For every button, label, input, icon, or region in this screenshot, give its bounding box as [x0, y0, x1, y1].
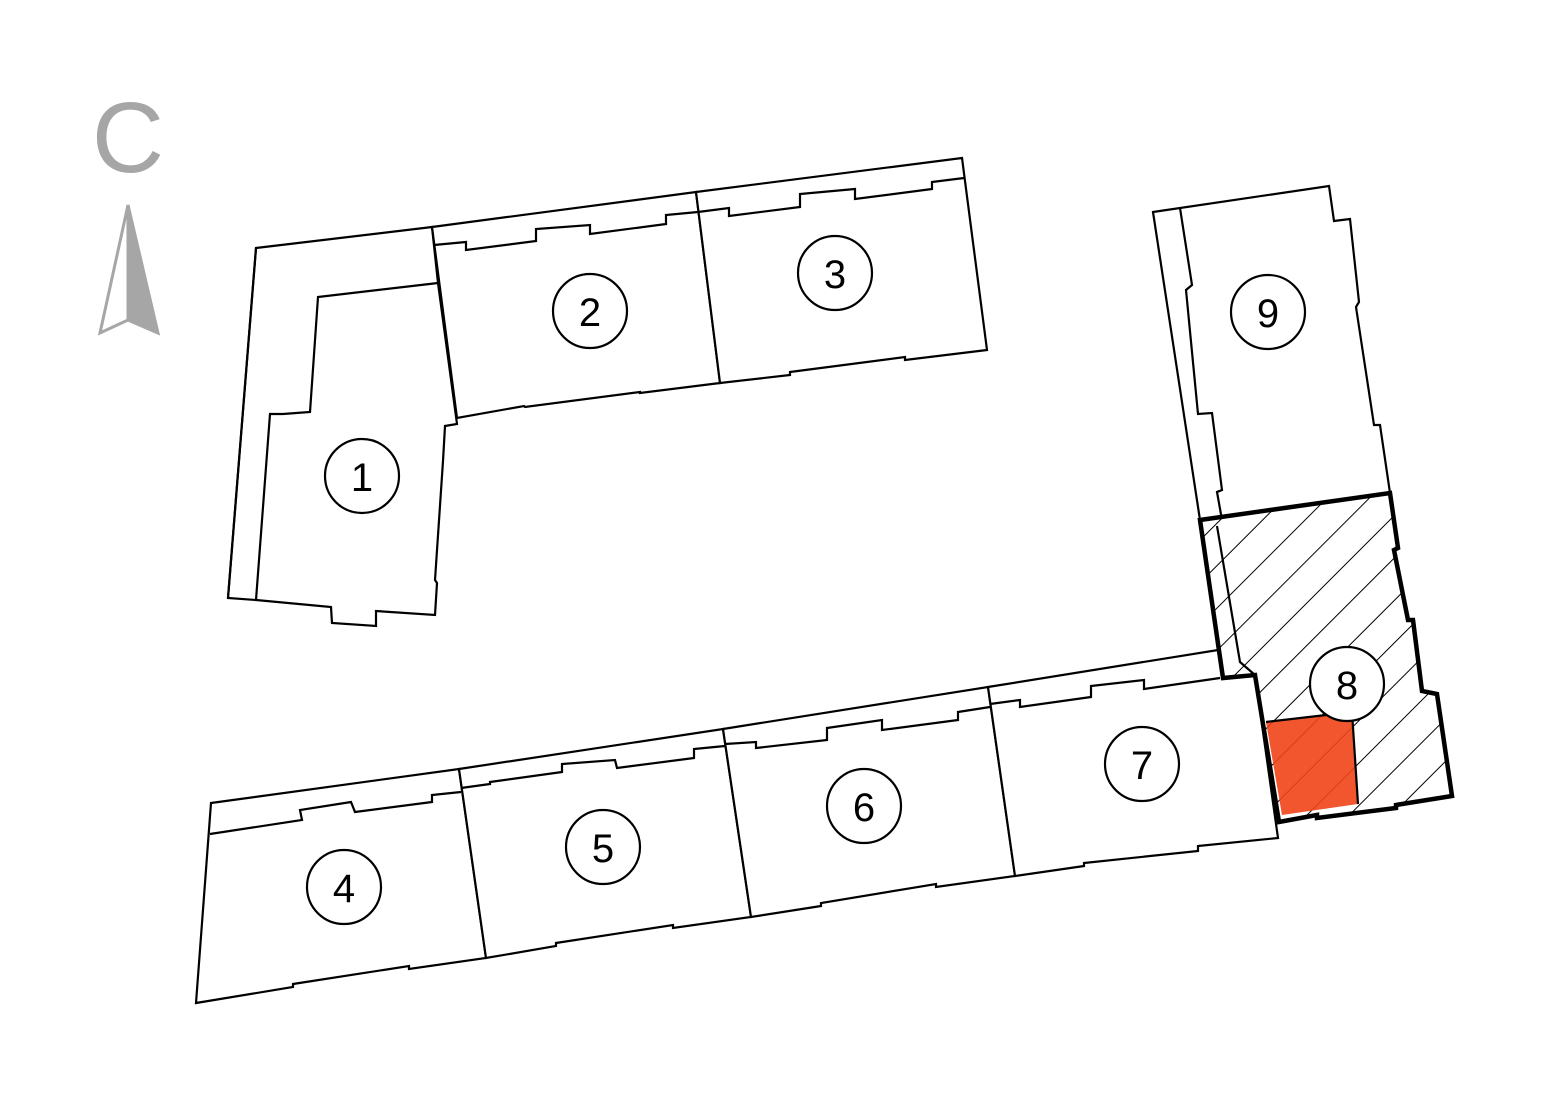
- north-arrow-icon: [97, 204, 161, 336]
- section-number-1: 1: [351, 456, 373, 500]
- section-marker-5[interactable]: 5: [564, 808, 642, 886]
- section-number-6: 6: [853, 786, 875, 830]
- section-1[interactable]: [226, 225, 459, 628]
- section-marker-8[interactable]: 8: [1308, 645, 1386, 723]
- section-marker-9[interactable]: 9: [1229, 273, 1307, 351]
- section-marker-3[interactable]: 3: [796, 234, 874, 312]
- section-number-9: 9: [1257, 292, 1279, 336]
- section-9[interactable]: [1151, 184, 1392, 522]
- section-number-3: 3: [824, 253, 846, 297]
- section-number-8: 8: [1336, 664, 1358, 708]
- section-marker-2[interactable]: 2: [551, 272, 629, 350]
- compass: С: [92, 82, 164, 336]
- section-number-7: 7: [1131, 744, 1153, 788]
- section-marker-4[interactable]: 4: [305, 848, 383, 926]
- section-marker-7[interactable]: 7: [1103, 725, 1181, 803]
- highlighted-unit[interactable]: [1266, 712, 1358, 815]
- section-number-5: 5: [592, 827, 614, 871]
- section-number-4: 4: [333, 867, 355, 911]
- section-marker-1[interactable]: 1: [323, 437, 401, 515]
- compass-letter: С: [92, 82, 164, 194]
- section-number-2: 2: [579, 291, 601, 335]
- section-marker-6[interactable]: 6: [825, 767, 903, 845]
